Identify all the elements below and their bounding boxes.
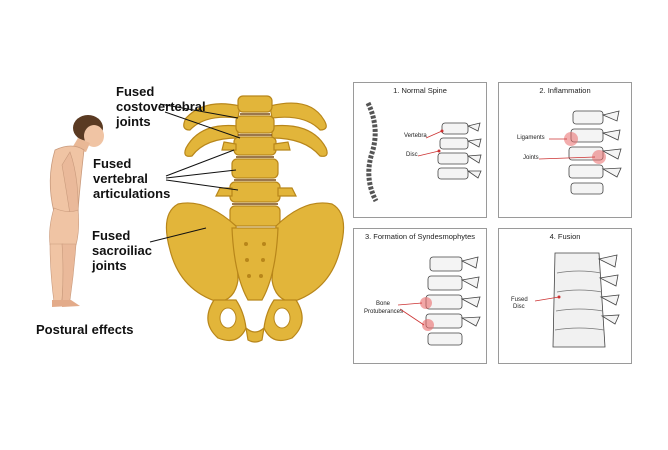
vertebra bbox=[229, 181, 281, 203]
vertebra bbox=[231, 158, 279, 179]
sacrum bbox=[231, 227, 279, 301]
panel-normal-spine: 1. Normal Spine Vertebra Disc bbox=[353, 82, 487, 218]
panel-label: Ligaments bbox=[517, 135, 545, 141]
syndesmophytes-illustration bbox=[397, 256, 481, 346]
panel-label: Vertebra bbox=[404, 133, 427, 139]
panel-title: 2. Inflammation bbox=[539, 86, 591, 95]
rib-right-2 bbox=[271, 124, 328, 157]
label-postural-effects: Postural effects bbox=[36, 322, 134, 337]
inflammation-illustration bbox=[538, 110, 622, 195]
figure-body bbox=[49, 115, 104, 307]
normal-spine-illustration bbox=[365, 101, 482, 203]
label-fused-costovertebral: Fused costovertebral joints bbox=[116, 84, 206, 129]
vertebra bbox=[229, 205, 281, 227]
vertebra bbox=[233, 136, 277, 156]
vertebra bbox=[235, 115, 275, 134]
fusion-illustration bbox=[534, 252, 620, 348]
ilium-left bbox=[165, 202, 239, 303]
label-fused-sacroiliac: Fused sacroiliac joints bbox=[92, 228, 152, 273]
panel-label: Disc bbox=[406, 152, 418, 158]
panel-label: Disc bbox=[513, 304, 525, 310]
panel-title: 3. Formation of Syndesmophytes bbox=[364, 232, 476, 241]
panel-title: 4. Fusion bbox=[549, 232, 581, 241]
panel-label: Protuberances bbox=[364, 309, 404, 315]
label-fused-vertebral: Fused vertebral articulations bbox=[93, 156, 171, 201]
panel-inflammation: 2. Inflammation Ligaments Joints bbox=[498, 82, 632, 218]
panel-title: 1. Normal Spine bbox=[393, 86, 447, 95]
ilium-right bbox=[271, 202, 345, 303]
panel-label: Fused bbox=[511, 297, 528, 303]
panel-label: Joints bbox=[523, 155, 539, 161]
vertebra bbox=[237, 95, 273, 113]
rib-right-1 bbox=[269, 102, 327, 131]
panel-fusion: 4. Fusion Fused Disc bbox=[498, 228, 632, 364]
panel-label: Bone bbox=[376, 301, 391, 307]
panel-syndesmophytes: 3. Formation of Syndesmophytes Bone Prot… bbox=[353, 228, 487, 364]
